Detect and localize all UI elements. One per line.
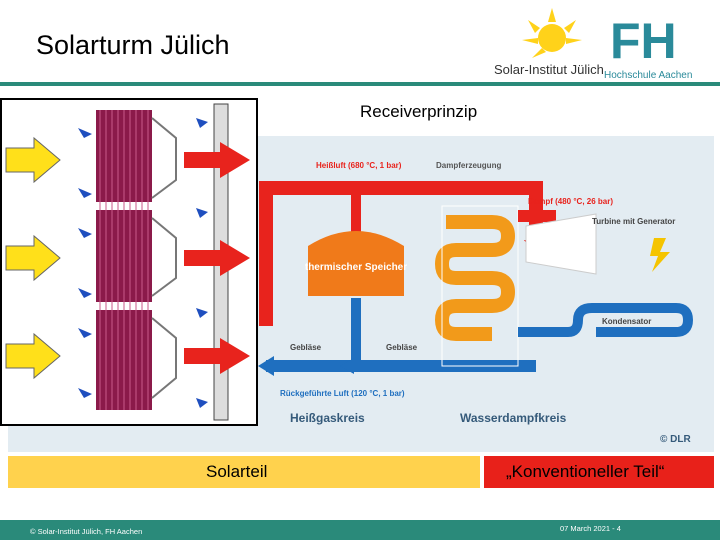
sun-logo-icon: FH [522, 8, 677, 69]
steam-loop-label: Wasserdampfkreis [460, 411, 567, 425]
sun-arrows-icon [5, 136, 61, 380]
steam-gen-label: Dampferzeugung [436, 161, 501, 170]
header-divider [0, 82, 720, 86]
absorber-modules [96, 110, 152, 410]
receiver-schematic [0, 98, 260, 428]
solar-part-bar [8, 456, 480, 488]
dlr-copyright: © DLR [660, 434, 691, 445]
footer-copyright: © Solar-Institut Jülich, FH Aachen [30, 527, 143, 536]
conventional-part-label: „Konventioneller Teil“ [506, 462, 665, 481]
blower2-label: Gebläse [386, 343, 418, 352]
footer-bar [0, 520, 720, 540]
solar-part-label: Solarteil [206, 462, 268, 481]
steam-label: Dampf (480 °C, 26 bar) [528, 197, 613, 206]
blower1-label: Gebläse [290, 343, 322, 352]
hot-gas-loop-label: Heißgaskreis [290, 411, 365, 425]
slide-title: Solarturm Jülich [36, 30, 230, 60]
fh-logo-text: Hochschule Aachen [604, 70, 693, 81]
subtitle: Receiverprinzip [360, 102, 478, 121]
condenser-label: Kondensator [602, 317, 651, 326]
institute-logo-text: Solar-Institut Jülich [494, 62, 604, 77]
storage-label: thermischer Speicher [305, 262, 407, 273]
process-diagram: thermischer Speicher Heißluft (680 °C, 1… [256, 136, 714, 452]
logo-area: FH Solar-Institut Jülich Hochschule Aach… [488, 6, 720, 82]
hot-air-label: Heißluft (680 °C, 1 bar) [316, 161, 402, 170]
footer-date-page: 07 March 2021 - 4 [560, 524, 621, 533]
conventional-part-bar [484, 456, 714, 488]
fh-mark: FH [610, 13, 677, 69]
return-air-label: Rückgeführte Luft (120 °C, 1 bar) [280, 389, 405, 398]
turbine-label: Turbine mit Generator [592, 217, 675, 226]
hot-air-outlet-arrows [184, 142, 250, 374]
